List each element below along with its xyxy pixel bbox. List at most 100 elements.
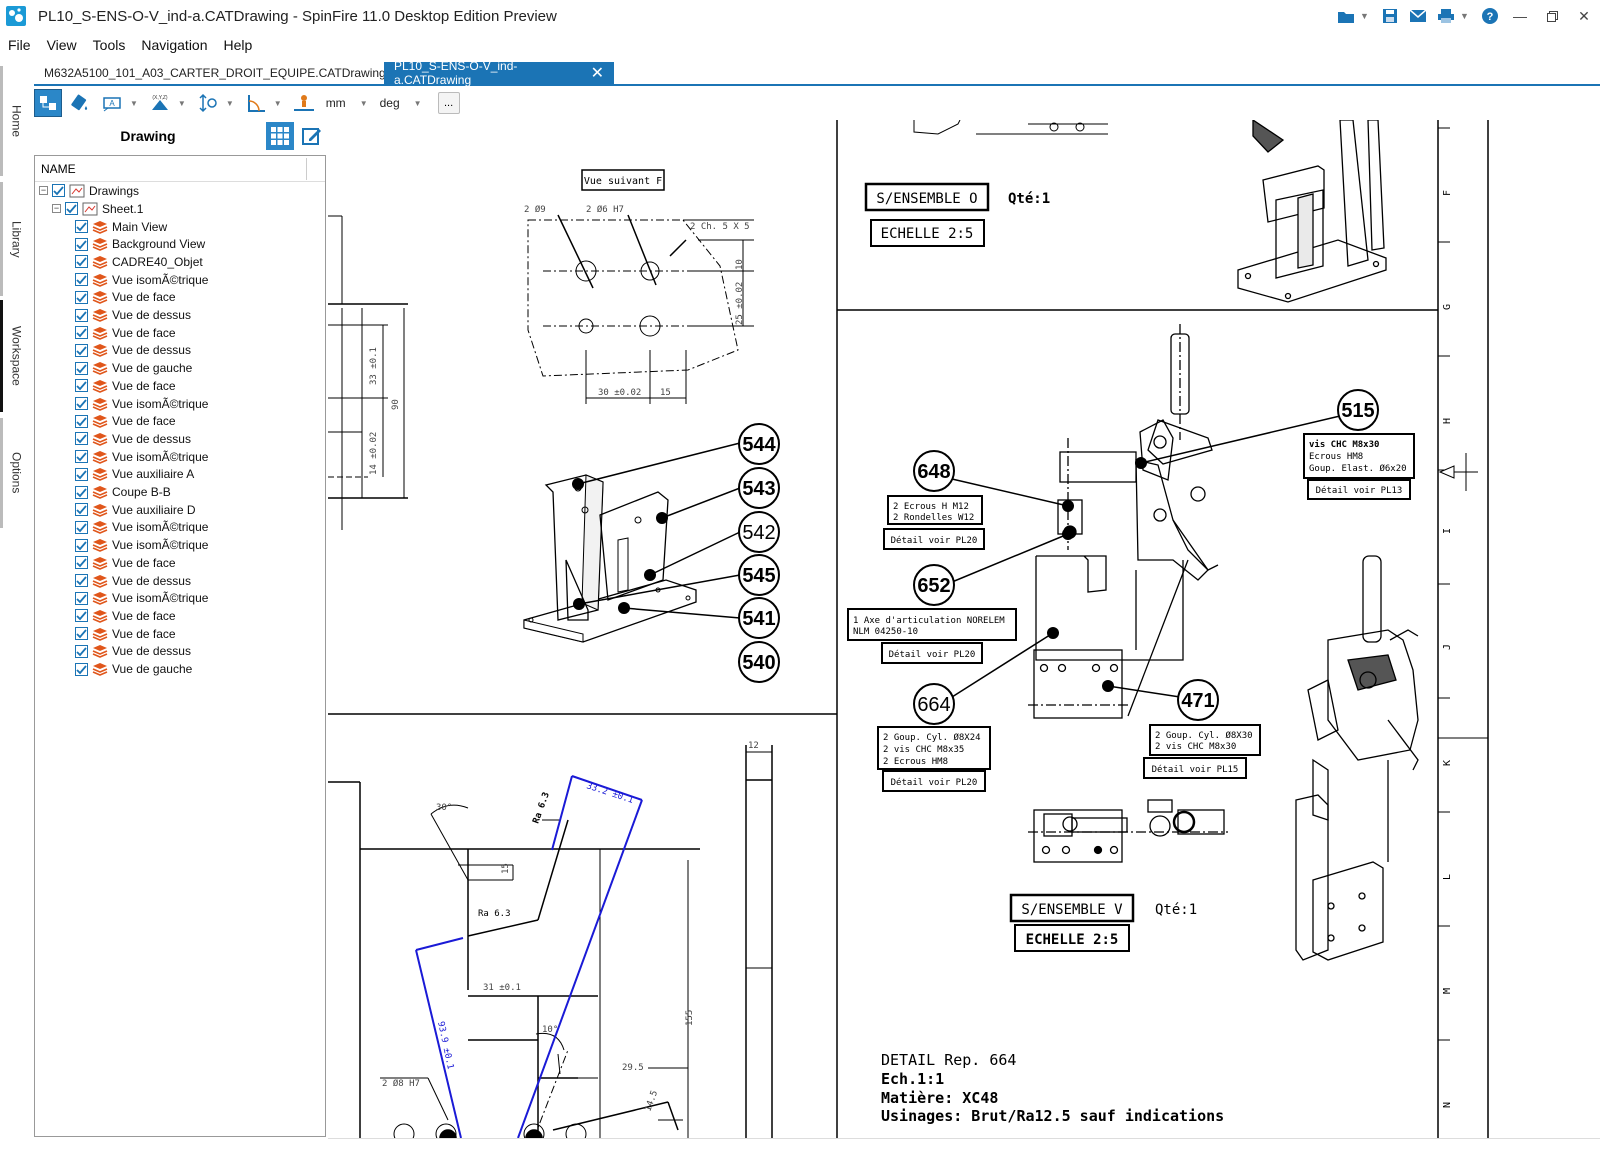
visibility-checkbox[interactable] bbox=[75, 326, 88, 340]
tree-node-view[interactable]: Vue isomÃ©trique bbox=[75, 590, 208, 607]
collapse-icon[interactable]: − bbox=[52, 203, 61, 213]
tree-node-view[interactable]: Vue isomÃ©trique bbox=[75, 537, 208, 554]
visibility-checkbox[interactable] bbox=[75, 485, 88, 499]
menu-help[interactable]: Help bbox=[223, 37, 253, 53]
menu-navigation[interactable]: Navigation bbox=[141, 37, 208, 53]
item-bubble[interactable]: 652 bbox=[913, 564, 955, 606]
visibility-checkbox[interactable] bbox=[75, 379, 88, 393]
tree-node-view[interactable]: Vue de dessus bbox=[75, 430, 191, 447]
menu-view[interactable]: View bbox=[46, 37, 77, 53]
menu-tools[interactable]: Tools bbox=[92, 37, 126, 53]
angle-unit-dropdown[interactable]: deg bbox=[379, 96, 400, 110]
visibility-checkbox[interactable] bbox=[75, 591, 88, 605]
item-bubble[interactable]: 542 bbox=[738, 511, 780, 553]
close-icon[interactable]: ✕ bbox=[1578, 7, 1590, 24]
visibility-checkbox[interactable] bbox=[52, 184, 65, 197]
menu-file[interactable]: File bbox=[8, 37, 31, 53]
visibility-checkbox[interactable] bbox=[75, 662, 88, 676]
tree-node-view[interactable]: Vue de face bbox=[75, 377, 176, 394]
tree-node-view[interactable]: Vue isomÃ©trique bbox=[75, 395, 208, 412]
tree-node-view[interactable]: Vue de gauche bbox=[75, 360, 192, 377]
item-bubble[interactable]: 541 bbox=[738, 597, 780, 639]
rail-tab-library[interactable]: Library bbox=[0, 182, 30, 296]
drawing-canvas[interactable]: F G H I J K L M N Vue suivant F bbox=[328, 120, 1600, 1138]
tree-node-view[interactable]: Vue de face bbox=[75, 289, 176, 306]
tab-close-icon[interactable]: ✕ bbox=[590, 65, 604, 82]
item-bubble[interactable]: 544 bbox=[738, 423, 780, 465]
visibility-checkbox[interactable] bbox=[75, 574, 88, 587]
tree-node-view[interactable]: Vue de dessus bbox=[75, 342, 191, 359]
chevron-down-icon[interactable]: ▼ bbox=[273, 98, 282, 108]
tree-node-view[interactable]: Vue de face bbox=[75, 324, 176, 341]
open-folder-icon[interactable] bbox=[1335, 5, 1357, 27]
chevron-down-icon[interactable]: ▼ bbox=[1360, 11, 1369, 21]
visibility-checkbox[interactable] bbox=[75, 397, 88, 410]
tree-node-view[interactable]: Vue de dessus bbox=[75, 643, 191, 660]
visibility-checkbox[interactable] bbox=[65, 202, 78, 215]
visibility-checkbox[interactable] bbox=[75, 627, 88, 641]
item-bubble[interactable]: 545 bbox=[738, 554, 780, 596]
tab-pl10[interactable]: PL10_S-ENS-O-V_ind-a.CATDrawing ✕ bbox=[384, 59, 614, 87]
collapse-icon[interactable]: − bbox=[39, 185, 48, 195]
tree-node-view[interactable]: Background View bbox=[75, 236, 205, 253]
save-icon[interactable] bbox=[1379, 5, 1401, 27]
visibility-checkbox[interactable] bbox=[75, 290, 88, 304]
visibility-checkbox[interactable] bbox=[75, 450, 88, 464]
item-bubble[interactable]: 543 bbox=[738, 467, 780, 509]
visibility-checkbox[interactable] bbox=[75, 644, 88, 658]
rail-tab-options[interactable]: Options bbox=[0, 418, 30, 528]
tree-node-view[interactable]: Vue auxiliaire D bbox=[75, 501, 196, 518]
measure-angle-icon[interactable] bbox=[242, 89, 270, 117]
visibility-checkbox[interactable] bbox=[75, 538, 88, 552]
visibility-checkbox[interactable] bbox=[75, 220, 88, 233]
measure-settings-icon[interactable] bbox=[290, 89, 318, 117]
restore-icon[interactable] bbox=[1536, 0, 1568, 32]
print-icon[interactable] bbox=[1435, 5, 1457, 27]
item-bubble[interactable]: 471 bbox=[1177, 679, 1219, 721]
chevron-down-icon[interactable]: ▼ bbox=[130, 98, 138, 108]
tree-column-header[interactable]: NAME bbox=[35, 156, 325, 182]
visibility-checkbox[interactable] bbox=[75, 361, 88, 375]
tree-node-view[interactable]: Coupe B-B bbox=[75, 484, 171, 501]
tree-node-sheet[interactable]: − Sheet.1 bbox=[52, 200, 143, 217]
select-tool-button[interactable] bbox=[34, 89, 62, 117]
visibility-checkbox[interactable] bbox=[75, 520, 88, 534]
visibility-checkbox[interactable] bbox=[75, 556, 88, 570]
item-bubble[interactable]: 664 bbox=[913, 683, 955, 725]
tree-node-view[interactable]: Vue de dessus bbox=[75, 307, 191, 324]
paint-bucket-icon[interactable] bbox=[66, 89, 94, 117]
grid-view-button[interactable] bbox=[266, 122, 294, 150]
visibility-checkbox[interactable] bbox=[75, 343, 88, 357]
email-icon[interactable] bbox=[1407, 5, 1429, 27]
chevron-down-icon[interactable]: ▼ bbox=[1460, 11, 1469, 21]
item-bubble[interactable]: 648 bbox=[913, 450, 955, 492]
minimize-icon[interactable]: — bbox=[1513, 8, 1527, 24]
visibility-checkbox[interactable] bbox=[75, 255, 88, 269]
tab-carter-droit[interactable]: M632A5100_101_A03_CARTER_DROIT_EQUIPE.CA… bbox=[34, 62, 386, 84]
tree-node-view[interactable]: Vue de face bbox=[75, 625, 176, 642]
tree-node-view[interactable]: Vue isomÃ©trique bbox=[75, 519, 208, 536]
measure-distance-icon[interactable] bbox=[194, 89, 222, 117]
visibility-checkbox[interactable] bbox=[75, 414, 88, 428]
chevron-down-icon[interactable]: ▼ bbox=[225, 98, 234, 108]
tree-node-drawings[interactable]: − Drawings bbox=[39, 182, 139, 199]
item-bubble[interactable]: 540 bbox=[738, 641, 780, 683]
tree-node-view[interactable]: CADRE40_Objet bbox=[75, 253, 203, 270]
rail-tab-workspace[interactable]: Workspace bbox=[0, 300, 30, 412]
edit-icon[interactable] bbox=[300, 124, 324, 148]
visibility-checkbox[interactable] bbox=[75, 503, 88, 517]
visibility-checkbox[interactable] bbox=[75, 308, 88, 322]
rail-tab-home[interactable]: Home bbox=[0, 66, 30, 176]
annotation-icon[interactable]: A bbox=[98, 89, 126, 117]
tree-node-view[interactable]: Vue de dessus bbox=[75, 572, 191, 589]
tree-node-view[interactable]: Main View bbox=[75, 218, 167, 235]
more-tools-button[interactable]: ... bbox=[437, 92, 460, 114]
tree-node-view[interactable]: Vue de face bbox=[75, 607, 176, 624]
length-unit-dropdown[interactable]: mm bbox=[325, 96, 346, 110]
tree-node-view[interactable]: Vue isomÃ©trique bbox=[75, 448, 208, 465]
tree-node-view[interactable]: Vue de face bbox=[75, 413, 176, 430]
tree-node-view[interactable]: Vue isomÃ©trique bbox=[75, 271, 208, 288]
tree-node-view[interactable]: Vue auxiliaire A bbox=[75, 466, 194, 483]
tree-node-view[interactable]: Vue de gauche bbox=[75, 661, 192, 678]
measure-point-icon[interactable]: (X,Y,Z) bbox=[146, 89, 174, 117]
